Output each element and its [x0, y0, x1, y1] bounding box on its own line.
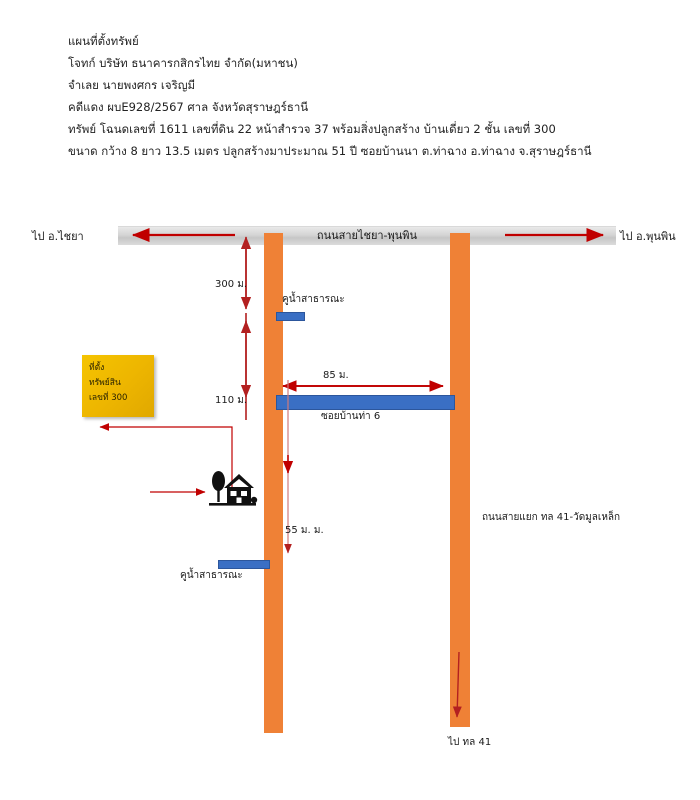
main-road-label: ถนนสายไชยา-พุนพิน	[316, 229, 418, 242]
vertical-road-label: ถนนสายแยก ทล 41-วัดมูลเหล็ก	[482, 512, 621, 523]
direction-label-tl41: ไป ทล 41	[448, 737, 492, 748]
case-number-line: คดีแดง ผบE928/2567 ศาล จังหวัดสุราษฎร์ธา…	[68, 100, 309, 114]
annotation-overlay	[99, 227, 605, 718]
property-box-line-2: ทรัพย์สิน	[89, 378, 121, 388]
property-size-line: ขนาด กว้าง 8 ยาว 13.5 เมตร ปลูกสร้างมาปร…	[68, 144, 592, 158]
dimension-55m-label: 55 ม. ม.	[285, 525, 324, 536]
canal-bottom-label: คูน้ำสาธารณะ	[180, 570, 243, 581]
dimension-300m-label: 300 ม.	[215, 279, 248, 290]
vertical-road-right	[450, 233, 470, 727]
doc-title: แผนที่ตั้งทรัพย์	[68, 34, 139, 48]
soi-road-bar	[276, 395, 455, 410]
defendant-line: จำเลย นายพงศกร เจริญมี	[68, 78, 196, 92]
soi-road-label: ซอยบ้านท่า 6	[321, 411, 381, 422]
property-deed-line: ทรัพย์ โฉนดเลขที่ 1611 เลขที่ดิน 22 หน้า…	[68, 122, 556, 136]
site-map: ถนนสายไชยา-พุนพิน ไป อ.ไชยา ไป อ.พุนพิน …	[0, 205, 700, 800]
dimension-85m-label: 85 ม.	[323, 370, 349, 381]
document-header: แผนที่ตั้งทรัพย์ โจทก์ บริษัท ธนาคารกสิก…	[68, 30, 648, 162]
property-box-line-1: ที่ตั้ง	[89, 363, 105, 373]
direction-label-chaiya: ไป อ.ไชยา	[32, 230, 84, 243]
dimension-110m-label: 110 ม.	[215, 395, 248, 406]
property-box-line-3: เลขที่ 300	[89, 393, 128, 403]
vertical-road-left	[264, 233, 283, 733]
canal-top-label: คูน้ำสาธารณะ	[282, 294, 345, 305]
house-icon	[209, 471, 258, 506]
property-location-box: ที่ตั้ง ทรัพย์สิน เลขที่ 300	[82, 355, 154, 417]
direction-label-phunphin: ไป อ.พุนพิน	[620, 230, 676, 243]
plaintiff-line: โจทก์ บริษัท ธนาคารกสิกรไทย จำกัด(มหาชน)	[68, 56, 298, 70]
canal-bottom-bar	[218, 560, 270, 569]
canal-top-bar	[276, 312, 305, 321]
